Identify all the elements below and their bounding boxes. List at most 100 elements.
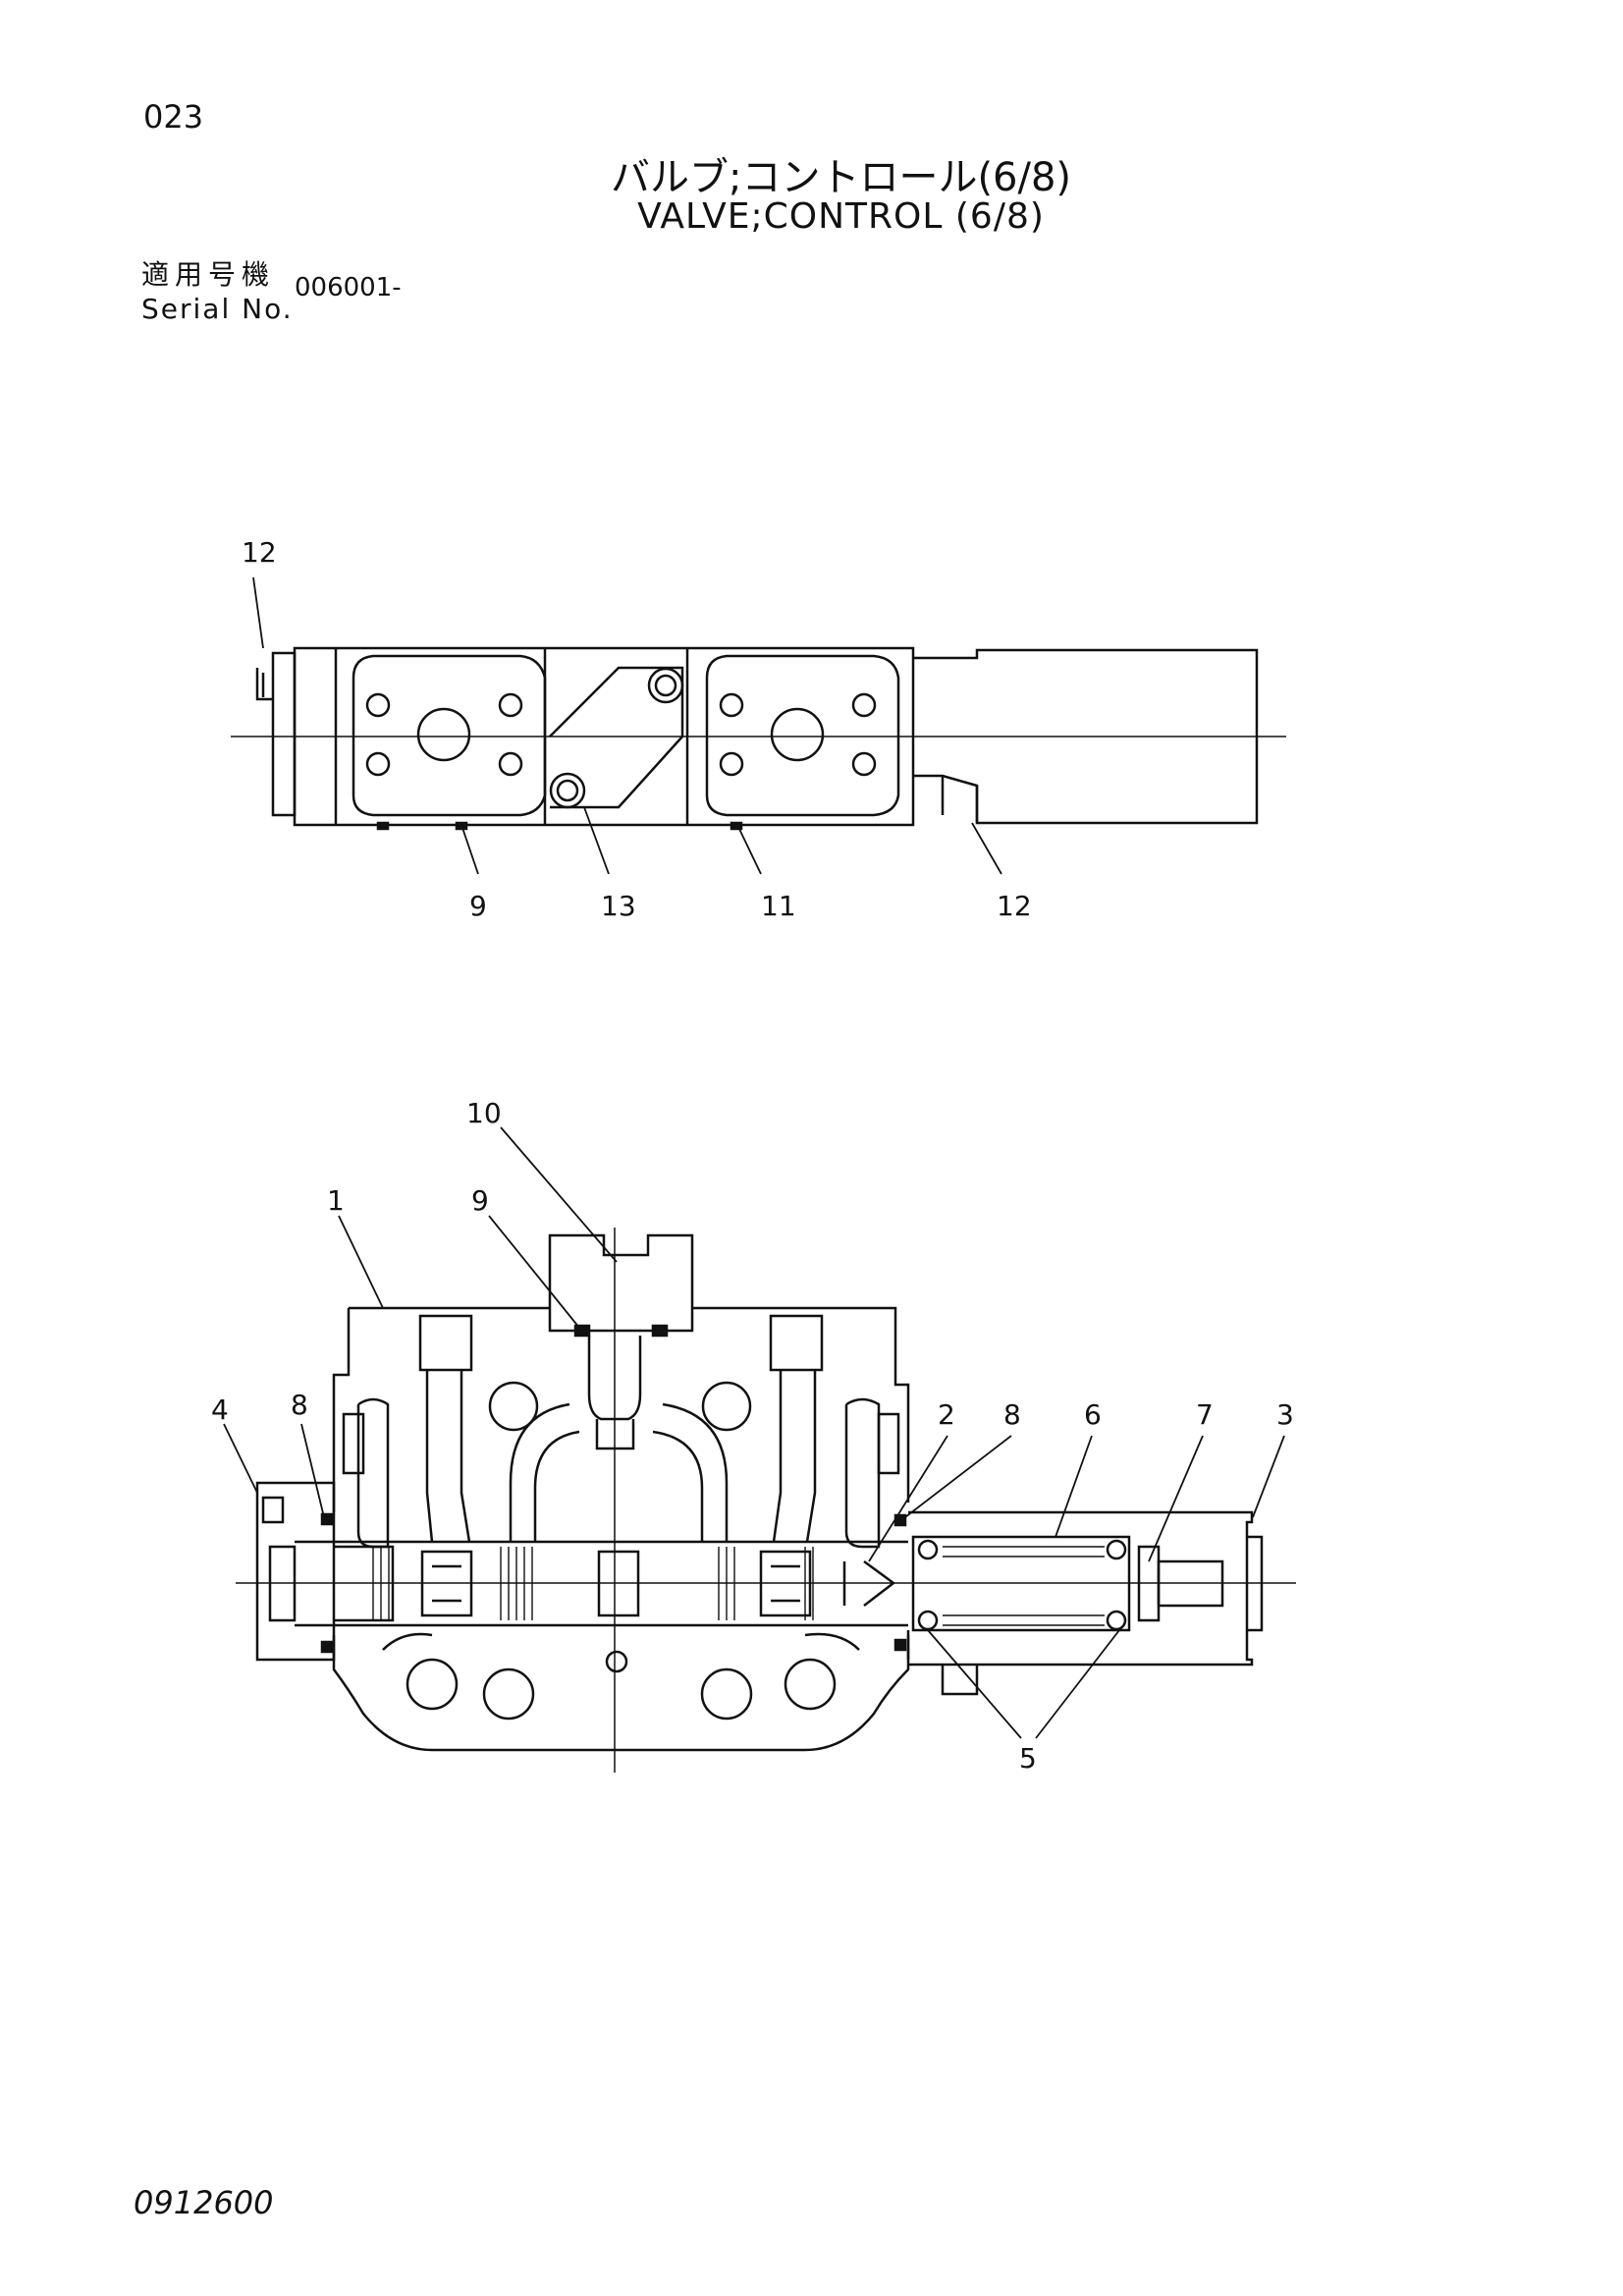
top-view-leaders	[252, 576, 1002, 875]
bolt-hole	[719, 692, 744, 718]
spring-coil-5	[917, 1539, 939, 1560]
section-view-drawing	[236, 1228, 1296, 1773]
stem	[587, 1336, 642, 1421]
leader-5-left	[927, 1629, 1022, 1739]
leader-8-right	[900, 1435, 1012, 1521]
leader-11	[737, 826, 762, 875]
port-hole	[770, 707, 825, 762]
valve-body-outline	[293, 646, 915, 827]
passage-hole	[482, 1667, 535, 1721]
lower-passages	[382, 1632, 860, 1651]
spool-grooves	[372, 1547, 814, 1620]
passage-hole	[700, 1667, 753, 1721]
stem-lower	[595, 1419, 635, 1450]
callout-label: 4	[211, 1394, 229, 1426]
spring-left-detail	[432, 1564, 461, 1603]
spring-chamber	[911, 1535, 1131, 1632]
port-right-top	[769, 1314, 824, 1372]
plug-13	[549, 772, 586, 809]
spool-tip	[842, 1559, 896, 1607]
spool-spring-right	[759, 1550, 812, 1617]
title-japanese: バルブ;コントロール(6/8)	[610, 155, 1072, 200]
leader-10	[500, 1126, 618, 1263]
end-cap-4	[255, 1481, 336, 1662]
right-flange	[705, 654, 900, 817]
spool-bore	[295, 1540, 908, 1627]
leader-6	[1055, 1435, 1093, 1538]
passage-far-right	[844, 1397, 881, 1549]
seal-9	[573, 1324, 591, 1338]
section-view-leaders	[223, 1126, 1285, 1739]
serial-label-japanese: 適用号機	[141, 258, 276, 291]
stopper-7	[1137, 1545, 1161, 1622]
leader-1	[338, 1215, 384, 1309]
callout-label: 8	[1003, 1398, 1021, 1431]
callout-label: 2	[938, 1398, 955, 1431]
passage-hole	[488, 1381, 539, 1432]
callout-label: 9	[471, 1184, 489, 1217]
callout-label: 12	[997, 890, 1032, 922]
callout-label: 10	[466, 1097, 502, 1129]
leader-5-right	[1035, 1629, 1120, 1739]
end-cap-4-nut	[268, 1545, 297, 1622]
passage-hole	[406, 1658, 459, 1711]
spool-land-left	[334, 1545, 395, 1622]
callout-label: 5	[1019, 1742, 1037, 1775]
right-extension	[913, 648, 1259, 825]
plug-13-top	[647, 667, 684, 704]
passage-left	[425, 1370, 471, 1543]
bolt-hole	[851, 751, 877, 777]
page-number: 023	[143, 98, 204, 136]
callout-label: 8	[291, 1389, 308, 1421]
port-left-top	[418, 1314, 473, 1372]
seal-9	[376, 821, 390, 831]
seal-9b	[651, 1324, 669, 1338]
leader-13	[583, 806, 610, 875]
body-bottom-outline	[332, 1635, 910, 1752]
bolt-hole	[365, 692, 391, 718]
center-diagonal	[549, 666, 684, 809]
cap-3	[1247, 1535, 1264, 1632]
end-cap-4-plug	[261, 1496, 285, 1524]
cap-10	[548, 1233, 694, 1333]
passage-u	[509, 1402, 729, 1542]
seal-11	[730, 821, 743, 831]
document-code: 0912600	[134, 2184, 274, 2221]
small-hole	[605, 1650, 628, 1673]
plug-13-top-inner	[654, 674, 677, 697]
leader-4	[223, 1423, 258, 1494]
bolt-hole	[365, 751, 391, 777]
callout-label: 11	[761, 890, 796, 922]
serial-number-value: 006001-	[295, 273, 402, 302]
bolt-hole	[851, 692, 877, 718]
housing-lug	[941, 1665, 979, 1696]
title-english: VALVE;CONTROL (6/8)	[637, 196, 1045, 237]
spring-coil	[1106, 1610, 1127, 1631]
callout-label: 7	[1196, 1398, 1214, 1431]
callout-label: 13	[601, 890, 636, 922]
left-recess	[342, 1412, 365, 1475]
spring-housing-6	[908, 1510, 1254, 1667]
spring-right-detail	[771, 1564, 800, 1603]
leader-2	[868, 1435, 948, 1562]
spring-coil	[1106, 1539, 1127, 1560]
spring-coil-5	[917, 1610, 939, 1631]
leader-9	[460, 824, 479, 875]
bolt-hole	[498, 692, 523, 718]
right-recess	[877, 1412, 900, 1475]
center-block-edges	[543, 648, 689, 825]
callout-label: 9	[469, 890, 487, 922]
leader-9	[488, 1215, 580, 1329]
passage-right	[772, 1370, 817, 1543]
seal-8-right-b	[893, 1638, 907, 1652]
leader-3	[1252, 1435, 1285, 1518]
callout-label: 3	[1276, 1398, 1294, 1431]
bolt-hole	[498, 751, 523, 777]
left-end-cap	[261, 651, 297, 817]
passage-u-inner	[533, 1430, 704, 1542]
seal-8b	[320, 1640, 334, 1654]
bolt-hole	[719, 751, 744, 777]
leader-8-left	[300, 1423, 325, 1518]
cap-3-inner	[1157, 1559, 1224, 1608]
